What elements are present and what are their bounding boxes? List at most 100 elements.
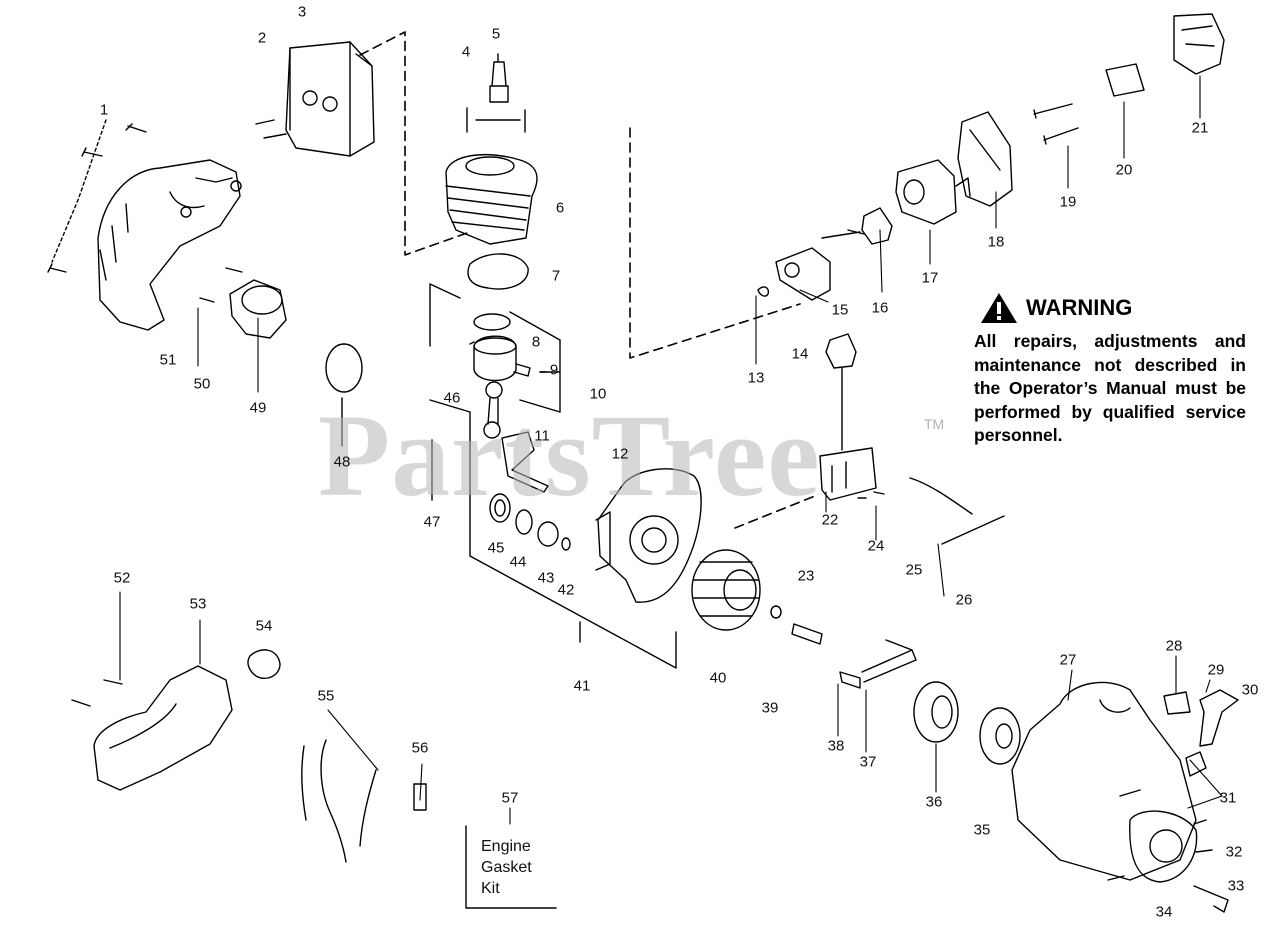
part-label-31[interactable]: 31 [1219, 789, 1237, 807]
part-8-10-piston [429, 283, 561, 413]
part-18-filter-cover [957, 111, 1013, 207]
part-label-2[interactable]: 2 [257, 29, 267, 47]
part-label-21[interactable]: 21 [1191, 119, 1209, 137]
part-label-22[interactable]: 22 [821, 511, 839, 529]
part-label-4[interactable]: 4 [461, 43, 471, 61]
part-36-pulley [913, 681, 959, 743]
assembly-dashed-lines [359, 31, 816, 529]
part-label-39[interactable]: 39 [761, 699, 779, 717]
warning-heading: WARNING [980, 292, 1252, 324]
part-label-49[interactable]: 49 [249, 399, 267, 417]
part-label-10[interactable]: 10 [589, 385, 607, 403]
part-label-12[interactable]: 12 [611, 445, 629, 463]
leader-lines [119, 75, 1223, 825]
part-label-9[interactable]: 9 [549, 361, 559, 379]
part-label-1[interactable]: 1 [99, 101, 109, 119]
part-label-35[interactable]: 35 [973, 821, 991, 839]
part-label-15[interactable]: 15 [831, 301, 849, 319]
part-label-20[interactable]: 20 [1115, 161, 1133, 179]
part-3-muffler [255, 41, 375, 157]
warning-title: WARNING [1026, 295, 1133, 320]
part-label-46[interactable]: 46 [443, 389, 461, 407]
part-label-28[interactable]: 28 [1165, 637, 1183, 655]
part-12-crankcase [595, 468, 702, 603]
part-label-54[interactable]: 54 [255, 617, 273, 635]
part-label-18[interactable]: 18 [987, 233, 1005, 251]
part-17-carburetor [895, 159, 971, 225]
part-24-nut [857, 491, 885, 499]
part-label-16[interactable]: 16 [871, 299, 889, 317]
part-label-23[interactable]: 23 [797, 567, 815, 585]
part-40-flywheel [691, 549, 761, 631]
part-label-40[interactable]: 40 [709, 669, 727, 687]
part-label-34[interactable]: 34 [1155, 903, 1173, 921]
part-label-25[interactable]: 25 [905, 561, 923, 579]
part-19-bolts [1033, 103, 1079, 145]
part-49-50-intake [199, 267, 287, 339]
part-7-gasket [467, 253, 529, 290]
warning-notice: WARNING All repairs, adjustments and mai… [974, 292, 1252, 448]
part-label-38[interactable]: 38 [827, 737, 845, 755]
part-label-26[interactable]: 26 [955, 591, 973, 609]
part-57-kit-bracket [465, 825, 557, 909]
part-label-36[interactable]: 36 [925, 793, 943, 811]
part-16-gasket [861, 207, 893, 245]
part-label-8[interactable]: 8 [531, 333, 541, 351]
part-label-57[interactable]: 57 [501, 789, 519, 807]
part-label-29[interactable]: 29 [1207, 661, 1225, 679]
part-14-22-throttle-ignition [819, 333, 877, 501]
part-28-30-handle [1163, 689, 1239, 777]
part-label-48[interactable]: 48 [333, 453, 351, 471]
part-39-sleeve [770, 605, 823, 645]
part-label-51[interactable]: 51 [159, 351, 177, 369]
part-label-14[interactable]: 14 [791, 345, 809, 363]
part-label-42[interactable]: 42 [557, 581, 575, 599]
part-label-13[interactable]: 13 [747, 369, 765, 387]
part-56-fitting [413, 783, 427, 811]
part-label-5[interactable]: 5 [491, 25, 501, 43]
part-label-43[interactable]: 43 [537, 569, 555, 587]
part-11-crankshaft [429, 399, 549, 557]
part-label-30[interactable]: 30 [1241, 681, 1259, 699]
part-37-38-bracket [839, 639, 917, 689]
part-41-bracket [469, 555, 677, 669]
trademark-mark: TM [924, 416, 945, 432]
part-label-24[interactable]: 24 [867, 537, 885, 555]
part-31-34-hardware [1107, 789, 1229, 913]
part-label-7[interactable]: 7 [551, 267, 561, 285]
part-label-32[interactable]: 32 [1225, 843, 1243, 861]
kit-label-line-1: Engine [481, 838, 531, 855]
kit-label-line-2: Gasket [481, 859, 532, 876]
part-48-oring [325, 343, 363, 393]
part-label-41[interactable]: 41 [573, 677, 591, 695]
warning-text: All repairs, adjustments and maintenance… [974, 331, 1246, 445]
part-label-53[interactable]: 53 [189, 595, 207, 613]
part-42-45-bearings [489, 493, 571, 551]
part-label-19[interactable]: 19 [1059, 193, 1077, 211]
kit-label: Engine Gasket Kit [481, 836, 532, 899]
part-label-3[interactable]: 3 [297, 3, 307, 21]
part-21-cover [1173, 13, 1225, 75]
part-label-33[interactable]: 33 [1227, 877, 1245, 895]
part-label-37[interactable]: 37 [859, 753, 877, 771]
part-label-45[interactable]: 45 [487, 539, 505, 557]
part-label-47[interactable]: 47 [423, 513, 441, 531]
part-label-44[interactable]: 44 [509, 553, 527, 571]
part-label-6[interactable]: 6 [555, 199, 565, 217]
watermark: PartsTree [318, 390, 821, 521]
part-1-screws [47, 119, 147, 273]
part-label-55[interactable]: 55 [317, 687, 335, 705]
part-label-52[interactable]: 52 [113, 569, 131, 587]
part-label-50[interactable]: 50 [193, 375, 211, 393]
part-46-conn-rod [483, 381, 503, 439]
part-27-35-housing [979, 681, 1198, 883]
part-15-adapter [775, 229, 865, 301]
part-label-56[interactable]: 56 [411, 739, 429, 757]
part-51-housing [97, 159, 242, 331]
part-label-11[interactable]: 11 [534, 427, 550, 445]
part-label-27[interactable]: 27 [1059, 651, 1077, 669]
part-label-17[interactable]: 17 [921, 269, 939, 287]
part-6-cylinder [445, 154, 538, 245]
part-52-54-guard [71, 649, 281, 791]
